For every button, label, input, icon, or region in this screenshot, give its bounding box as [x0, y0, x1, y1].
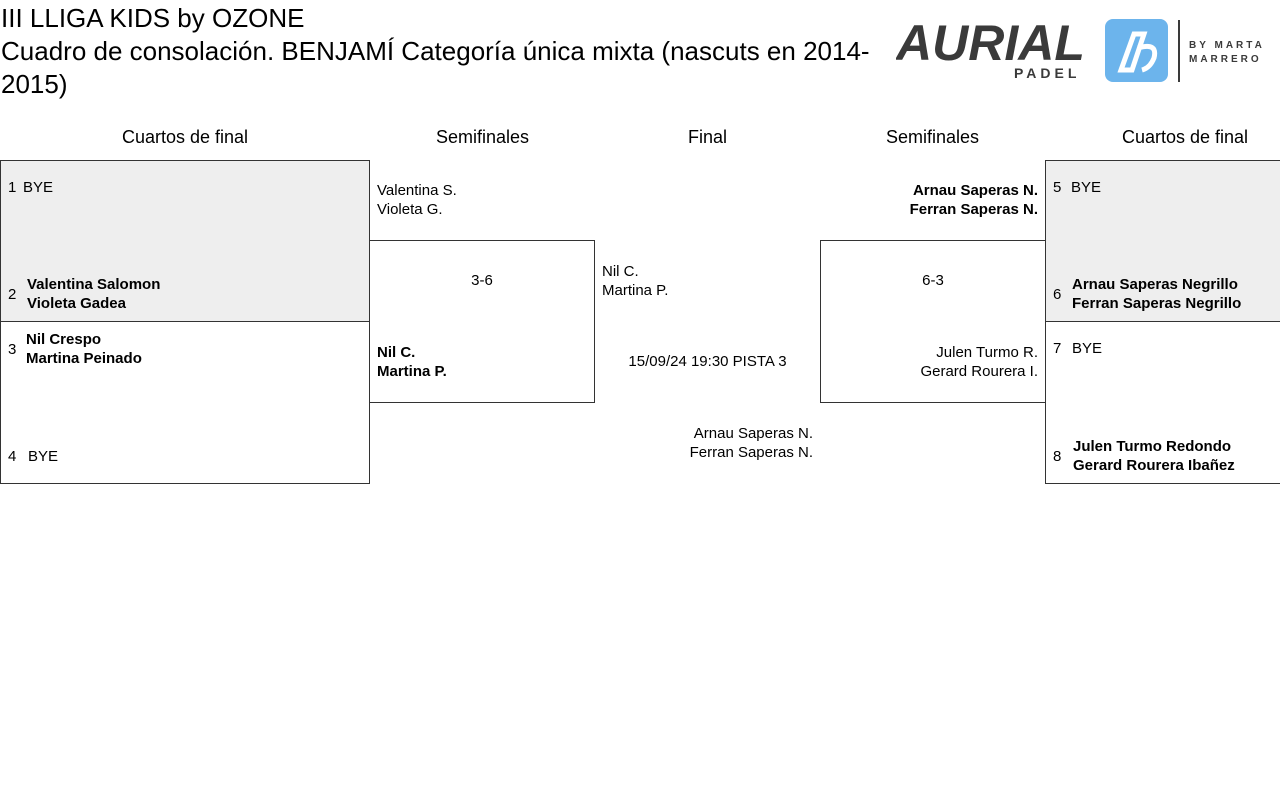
player-name: BYE: [28, 448, 59, 465]
player-name: Nil Crespo: [26, 331, 102, 348]
player-name: Ferran Saperas Negrillo: [1072, 295, 1242, 312]
tournament-title: III LLIGA KIDS by OZONE: [1, 3, 305, 33]
col-header-final: Final: [687, 127, 727, 147]
player-name: Nil C.: [602, 263, 639, 280]
right-sf-bottom-pair[interactable]: Julen Turmo R. Gerard Rourera I.: [820, 343, 1038, 381]
draw-title: Cuadro de consolación. BENJAMÍ Categoría…: [1, 36, 870, 99]
left-sf-top-pair[interactable]: Valentina S. Violeta G.: [377, 181, 457, 219]
seed-4[interactable]: 4 BYE: [8, 447, 58, 466]
final-bottom-pair[interactable]: Arnau Saperas N. Ferran Saperas N.: [595, 424, 813, 462]
match-box-left-sf: [369, 240, 595, 403]
seed-5[interactable]: 5 BYE: [1053, 178, 1101, 197]
col-header-left-sf: Semifinales: [435, 127, 530, 147]
match-box-right-qf-1: [1045, 160, 1280, 322]
player-name: Violeta G.: [377, 201, 443, 218]
seed-8[interactable]: 8 Julen Turmo Redondo Gerard Rourera Iba…: [1053, 437, 1235, 475]
player-name: Ferran Saperas N.: [909, 201, 1038, 218]
player-name: Julen Turmo R.: [936, 344, 1038, 361]
seed-number: 2: [8, 286, 17, 303]
final-top-pair[interactable]: Nil C. Martina P.: [602, 262, 668, 300]
player-name: Gerard Rourera Ibañez: [1073, 457, 1235, 474]
player-name: Nil C.: [377, 344, 416, 361]
seed-6[interactable]: 6 Arnau Saperas Negrillo Ferran Saperas …: [1053, 275, 1241, 313]
player-name: BYE: [1072, 340, 1103, 357]
col-header-left-qf: Cuartos de final: [121, 127, 249, 147]
player-name: Violeta Gadea: [27, 295, 126, 312]
seed-3[interactable]: 3 Nil Crespo Martina Peinado: [8, 330, 142, 368]
seed-number: 5: [1053, 179, 1062, 196]
final-schedule: 15/09/24 19:30 PISTA 3: [628, 353, 787, 370]
player-name: Arnau Saperas Negrillo: [1072, 276, 1238, 293]
player-name: Valentina Salomon: [27, 276, 161, 293]
logo-sub: PADEL: [1014, 65, 1080, 81]
aurial-padel-logo: AURIAL PADEL BY MARTA MARRERO: [896, 18, 1265, 82]
player-name: Arnau Saperas N.: [693, 425, 813, 442]
match-box-left-qf-1: [0, 160, 370, 322]
seed-1[interactable]: 1 BYE: [8, 178, 53, 197]
seed-number: 3: [8, 341, 17, 358]
seed-7[interactable]: 7 BYE: [1053, 339, 1102, 358]
logo-word: AURIAL: [896, 18, 1085, 71]
logo-badge-mark-icon: [1117, 31, 1158, 73]
right-sf-score: 6-3: [922, 272, 944, 289]
logo-by2: MARRERO: [1189, 54, 1262, 65]
player-name: Julen Turmo Redondo: [1073, 438, 1232, 455]
player-name: Martina P.: [602, 282, 669, 299]
col-header-right-qf: Cuartos de final: [1121, 127, 1249, 147]
player-name: BYE: [1071, 179, 1102, 196]
seed-2[interactable]: 2 Valentina Salomon Violeta Gadea: [8, 275, 160, 313]
seed-number: 8: [1053, 448, 1062, 465]
seed-number: 4: [8, 448, 17, 465]
left-sf-bottom-pair[interactable]: Nil C. Martina P.: [377, 343, 447, 381]
player-name: Martina Peinado: [26, 350, 142, 367]
seed-number: 7: [1053, 340, 1062, 357]
left-sf-score: 3-6: [471, 272, 493, 289]
right-sf-top-pair[interactable]: Arnau Saperas N. Ferran Saperas N.: [820, 181, 1038, 219]
player-name: Martina P.: [377, 363, 447, 380]
match-box-right-qf-2: [1045, 321, 1280, 484]
page-title: III LLIGA KIDS by OZONE Cuadro de consol…: [1, 2, 891, 101]
logo-by: BY MARTA: [1189, 40, 1265, 51]
col-header-right-sf: Semifinales: [885, 127, 980, 147]
seed-number: 6: [1053, 286, 1062, 303]
player-name: Valentina S.: [377, 182, 457, 199]
player-name: Ferran Saperas N.: [689, 444, 813, 461]
player-name: Gerard Rourera I.: [920, 363, 1038, 380]
seed-number: 1: [8, 179, 17, 196]
player-name: BYE: [23, 179, 54, 196]
player-name: Arnau Saperas N.: [912, 182, 1038, 199]
